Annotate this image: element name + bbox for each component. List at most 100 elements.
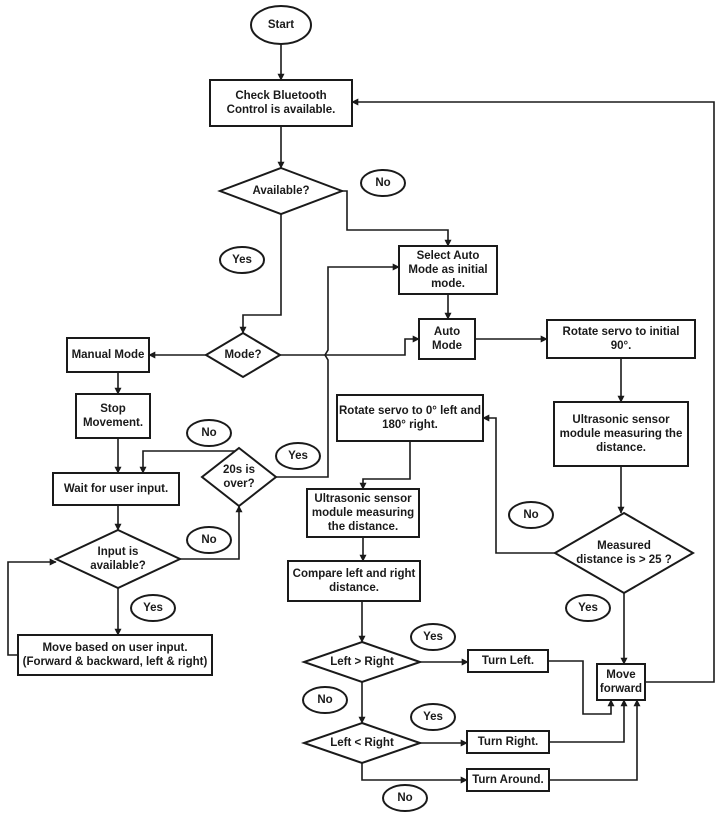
yes-available-bubble	[219, 246, 265, 274]
no-left-gt-bubble	[302, 686, 348, 714]
yes-left-gt-label: Yes	[410, 623, 456, 651]
available-yes-to-mode-arrow	[239, 214, 282, 334]
left-lt-right-diamond	[300, 721, 424, 765]
left-lt-right-node: Left < Right	[300, 721, 424, 765]
turn-around-node: Turn Around.	[466, 768, 550, 792]
no-measured-bubble	[508, 501, 554, 529]
move-user-text-2: (Forward & backward, left & right)	[23, 656, 208, 668]
yes-left-gt-bubble	[410, 623, 456, 651]
yes-input-bubble	[130, 594, 176, 622]
available-text-1: Available?	[252, 185, 309, 197]
yes-left-lt-bubble	[410, 703, 456, 731]
move-forward-text-1: Move	[606, 669, 635, 681]
rotate-servo-initial-text-2: 90°.	[611, 340, 632, 352]
forward-loop-to-check-arrow	[351, 98, 715, 683]
turn-left-node: Turn Left.	[467, 649, 549, 673]
move-forward-box	[596, 663, 646, 701]
move-user-box	[17, 634, 213, 676]
ultrasonic-right-text-1: Ultrasonic sensor	[572, 414, 670, 426]
measured-text-2: distance is > 25 ?	[576, 554, 672, 566]
mode-diamond	[204, 331, 282, 379]
no-left-lt-label: No	[382, 784, 428, 812]
yes-measured-bubble	[565, 594, 611, 622]
rotate-servo-lr-text-2: 180° right.	[382, 419, 438, 431]
yes-left-lt-label: Yes	[410, 703, 456, 731]
no-left-lt-bubble	[382, 784, 428, 812]
move-forward-text-2: forward	[600, 683, 642, 695]
yes-left-lt-text: Yes	[423, 711, 443, 723]
available-diamond	[217, 166, 345, 216]
select-auto-box	[398, 245, 498, 295]
left-lt-no-to-turn-around-arrow	[361, 763, 468, 784]
manual-mode-box	[66, 337, 150, 373]
rotate-lr-to-ultrasonic-mid-arrow	[359, 441, 411, 490]
yes-20s-text: Yes	[288, 450, 308, 462]
turn-left-text-1: Turn Left.	[482, 655, 534, 667]
no-20s-bubble	[186, 419, 232, 447]
ultrasonic-mid-text-1: Ultrasonic sensor	[314, 493, 412, 505]
no-20s-label: No	[186, 419, 232, 447]
yes-20s-label: Yes	[275, 442, 321, 470]
turn-left-to-forward-arrow	[548, 660, 615, 715]
available-no-to-select-arrow	[342, 190, 452, 247]
start-oval	[250, 5, 312, 45]
no-available-label: No	[360, 169, 406, 197]
left-gt-right-text-1: Left > Right	[330, 656, 394, 668]
turn-around-box	[466, 768, 550, 792]
auto-mode-text-2: Mode	[432, 340, 462, 352]
check-bluetooth-text-2: Control is available.	[227, 104, 336, 116]
measured-no-to-rotate-lr-arrow	[482, 414, 555, 554]
turn-right-box	[466, 730, 550, 754]
no-available-bubble	[360, 169, 406, 197]
wait-input-text-1: Wait for user input.	[64, 483, 168, 495]
twenty-s-diamond	[200, 446, 278, 508]
no-left-lt-text: No	[397, 792, 412, 804]
turn-right-text-1: Turn Right.	[478, 736, 538, 748]
turn-left-box	[467, 649, 549, 673]
rotate-servo-lr-node: Rotate servo to 0° left and 180° right.	[336, 394, 484, 442]
no-measured-text: No	[523, 509, 538, 521]
auto-mode-text-1: Auto	[434, 326, 460, 338]
no-20s-text: No	[201, 427, 216, 439]
yes-available-text: Yes	[232, 254, 252, 266]
rotate-servo-lr-text-1: Rotate servo to 0° left and	[339, 405, 481, 417]
yes-left-gt-text: Yes	[423, 631, 443, 643]
compare-text-2: distance.	[329, 582, 379, 594]
yes-input-label: Yes	[130, 594, 176, 622]
ultrasonic-mid-text-3: the distance.	[328, 521, 398, 533]
rotate-servo-initial-box	[546, 319, 696, 359]
stop-movement-text-2: Movement.	[83, 417, 143, 429]
measured-node: Measured distance is > 25 ?	[553, 511, 695, 595]
wait-input-box	[52, 472, 180, 506]
no-measured-label: No	[508, 501, 554, 529]
check-bluetooth-text-1: Check Bluetooth	[235, 90, 326, 102]
rotate-servo-lr-box	[336, 394, 484, 442]
compare-box	[287, 560, 421, 602]
no-input-label: No	[186, 526, 232, 554]
check-bluetooth-box	[209, 79, 353, 127]
select-auto-text-1: Select Auto	[417, 250, 480, 262]
twenty-s-text-2: over?	[223, 478, 254, 490]
stop-movement-box	[75, 393, 151, 439]
no-input-text: No	[201, 534, 216, 546]
select-auto-text-2: Mode as initial	[408, 264, 487, 276]
no-left-gt-text: No	[317, 694, 332, 706]
measured-text-1: Measured	[597, 540, 651, 552]
ultrasonic-right-text-3: distance.	[596, 442, 646, 454]
left-lt-right-text-1: Left < Right	[330, 737, 394, 749]
start-node: Start	[250, 5, 312, 45]
ultrasonic-mid-box	[306, 488, 420, 538]
yes-input-text: Yes	[143, 602, 163, 614]
left-gt-right-diamond	[300, 640, 424, 684]
select-auto-text-3: mode.	[431, 278, 465, 290]
available-node: Available?	[217, 166, 345, 216]
